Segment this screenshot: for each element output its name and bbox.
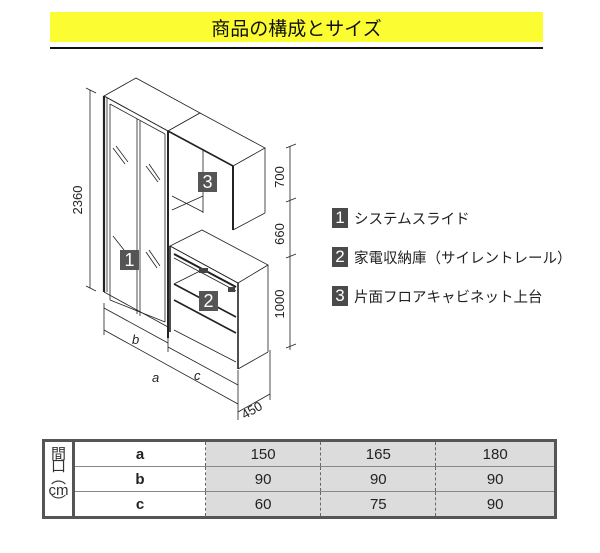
legend-item-1: 1 システムスライド [332,208,572,228]
lower-cabinet [169,229,269,370]
title-divider [50,47,543,49]
row-key: c [73,491,206,518]
legend-number-badge: 1 [332,208,348,228]
dim-upper-height: 700 [272,166,287,188]
cabinet-isometric-drawing: 2360 700 660 1000 450 b a c [70,77,297,422]
component-legend: 1 システムスライド 2 家電収納庫（サイレントレール） 3 片面フロアキャビネ… [332,208,572,325]
dim-width-b: b [132,332,139,347]
row-key: b [73,466,206,492]
table-cell: 90 [320,466,437,492]
legend-label: システムスライド [354,211,470,228]
legend-number-badge: 2 [332,247,348,267]
diagram-marker-1: 1 [120,250,139,270]
table-cell: 165 [320,440,437,467]
dim-total-height: 2360 [70,186,85,215]
legend-label: 片面フロアキャビネット上台 [354,289,543,306]
legend-item-3: 3 片面フロアキャビネット上台 [332,286,572,306]
page-title: 商品の構成とサイズ [211,17,382,40]
dim-depth: 450 [239,398,265,422]
title-banner: 商品の構成とサイズ [50,12,543,42]
table-cell: 75 [320,491,437,518]
diagram-marker-2: 2 [199,291,218,311]
dim-gap-height: 660 [272,223,287,245]
dim-width-c: c [194,368,201,383]
legend-number-badge: 3 [332,286,348,306]
dim-lower-height: 1000 [272,290,287,319]
upper-cabinet [167,112,266,231]
dim-width-a: a [152,370,159,385]
legend-item-2: 2 家電収納庫（サイレントレール） [332,247,572,267]
size-table: 間 口 ︵ cm ︶ a 150 165 180 b 90 90 90 c 60… [42,439,557,519]
table-cell: 60 [205,491,322,518]
table-cell: 180 [435,440,556,467]
width-unit-label: 間 口 ︵ cm ︶ [43,440,75,518]
row-key: a [73,440,206,467]
table-cell: 90 [435,466,556,492]
table-cell: 90 [205,466,322,492]
table-cell: 150 [205,440,322,467]
table-row: 間 口 ︵ cm ︶ a 150 165 180 [43,440,556,518]
dimension-lines [85,87,297,420]
table-cell: 90 [435,491,556,518]
tall-unit [102,77,201,338]
table-row: b 90 90 90 [44,466,556,492]
table-row: c 60 75 90 [44,491,556,518]
diagram-marker-3: 3 [198,172,217,192]
legend-label: 家電収納庫（サイレントレール） [354,250,572,267]
